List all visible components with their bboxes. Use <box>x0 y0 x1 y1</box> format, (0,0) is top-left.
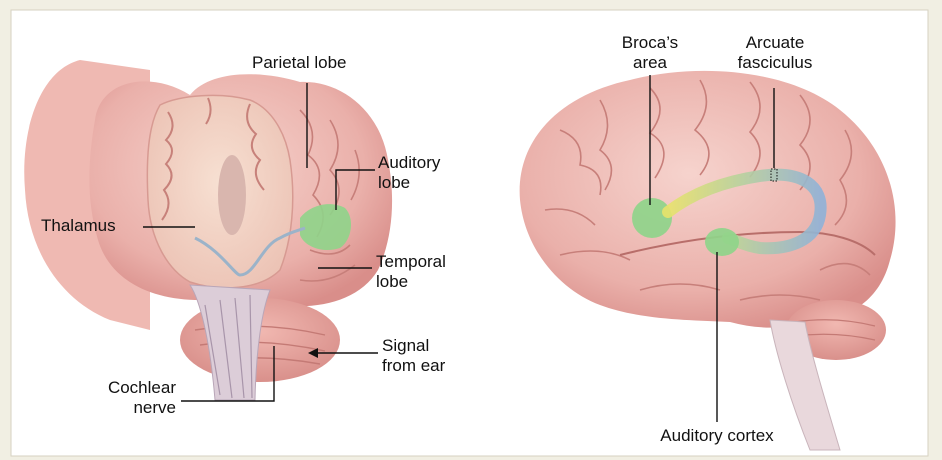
label-auditory-cortex: Auditory cortex <box>641 426 793 446</box>
brocas-area-highlight <box>632 198 672 238</box>
label-brocas-line1: Broca’s <box>608 33 692 53</box>
left-brain-ventricle <box>218 155 246 235</box>
label-signal-from-ear: Signal from ear <box>382 336 445 376</box>
label-thalamus: Thalamus <box>41 216 116 236</box>
label-signal-line2: from ear <box>382 356 445 376</box>
label-brocas-area: Broca’s area <box>608 33 692 73</box>
label-auditory-lobe-line1: Auditory <box>378 153 440 173</box>
label-temporal-lobe-line2: lobe <box>376 272 446 292</box>
label-auditory-lobe-line2: lobe <box>378 173 440 193</box>
right-brain-cerebrum <box>520 71 896 328</box>
label-cochlear-line2: nerve <box>80 398 176 418</box>
label-cochlear-nerve: Cochlear nerve <box>80 378 176 418</box>
auditory-cortex-highlight <box>705 228 739 256</box>
label-brocas-line2: area <box>608 53 692 73</box>
label-temporal-lobe: Temporal lobe <box>376 252 446 292</box>
label-auditory-lobe: Auditory lobe <box>378 153 440 193</box>
label-cochlear-line1: Cochlear <box>80 378 176 398</box>
label-parietal-lobe: Parietal lobe <box>252 53 347 73</box>
label-arcuate-fasciculus: Arcuate fasciculus <box>720 33 830 73</box>
label-arcuate-line2: fasciculus <box>720 53 830 73</box>
label-arcuate-line1: Arcuate <box>720 33 830 53</box>
label-signal-line1: Signal <box>382 336 445 356</box>
label-temporal-lobe-line1: Temporal <box>376 252 446 272</box>
left-auditory-lobe-highlight <box>300 204 351 250</box>
